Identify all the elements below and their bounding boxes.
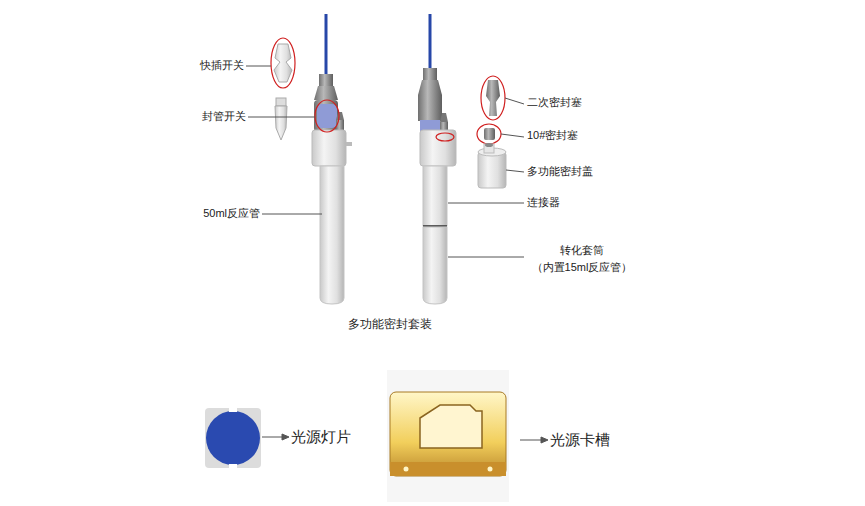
part-label: 多功能密封盖 [527, 165, 593, 178]
part-label: 光源卡槽 [550, 431, 610, 449]
part-label: 10#密封塞 [527, 129, 578, 142]
part-label: 快插开关 [200, 59, 244, 72]
part-label: 50ml反应管 [203, 207, 260, 220]
part-label: 封管开关 [202, 110, 246, 123]
caption: 多功能密封套装 [348, 317, 432, 331]
light-sheet [205, 406, 261, 470]
part-label: 光源灯片 [291, 428, 351, 446]
light-slot [387, 370, 509, 502]
right-assembly [418, 14, 506, 304]
part-label: 转化套筒 [560, 244, 604, 257]
part-label: 二次密封塞 [527, 96, 582, 109]
part-label: （内置15ml反应管） [532, 261, 633, 274]
part-label: 连接器 [527, 196, 560, 209]
left-assembly [271, 14, 352, 304]
